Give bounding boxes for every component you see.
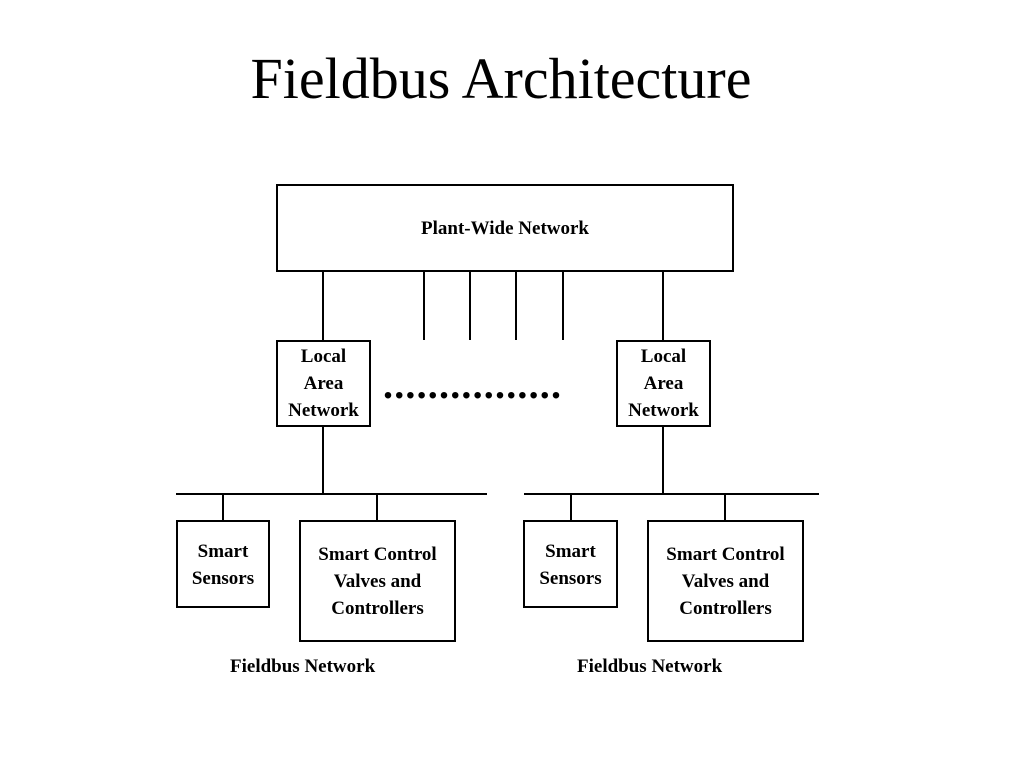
local-area-network-left-box: Local Area Network (276, 340, 371, 427)
smart-sensors-right-line-2: Sensors (539, 568, 602, 589)
plant-wide-network-box: Plant-Wide Network (276, 184, 734, 272)
connector-plant-to-left-lan (322, 272, 324, 340)
smart-controllers-left-line-1: Smart Control (318, 543, 437, 565)
lan-left-line-3: Network (288, 400, 359, 421)
connector-left-lan-to-bus (322, 427, 324, 494)
connector-plant-drop-1 (423, 272, 425, 340)
lan-right-line-1: Local (640, 346, 687, 367)
connector-right-lan-to-bus (662, 427, 664, 494)
fieldbus-network-caption-right: Fieldbus Network (577, 656, 723, 677)
connector-bus-to-left-sensors (222, 494, 224, 521)
smart-controllers-left-box: Smart Control Valves and Controllers (299, 520, 456, 642)
lan-left-line-1: Local (300, 346, 347, 367)
connector-plant-drop-4 (562, 272, 564, 340)
local-area-network-right-box: Local Area Network (616, 340, 711, 427)
smart-sensors-left-line-2: Sensors (191, 568, 255, 589)
connector-bus-to-left-controllers (376, 494, 378, 521)
smart-controllers-left-line-3: Controllers (331, 597, 424, 619)
smart-controllers-right-line-3: Controllers (679, 597, 772, 619)
lan-right-line-2: Area (643, 373, 684, 394)
smart-sensors-right-box: Smart Sensors (523, 520, 618, 608)
fieldbus-line-left (176, 493, 487, 495)
smart-controllers-left-line-2: Valves and (333, 570, 422, 592)
smart-controllers-right-line-1: Smart Control (666, 543, 785, 565)
smart-sensors-right-line-1: Smart (545, 541, 596, 562)
connector-bus-to-right-sensors (570, 494, 572, 521)
plant-wide-network-label: Plant-Wide Network (421, 217, 589, 239)
connector-bus-to-right-controllers (724, 494, 726, 521)
lan-left-line-2: Area (303, 373, 344, 394)
connector-plant-drop-3 (515, 272, 517, 340)
smart-sensors-left-line-1: Smart (197, 541, 249, 562)
fieldbus-line-right (524, 493, 819, 495)
smart-sensors-left-box: Smart Sensors (176, 520, 270, 608)
smart-controllers-right-line-2: Valves and (681, 570, 770, 592)
fieldbus-network-caption-left: Fieldbus Network (230, 656, 376, 677)
smart-controllers-right-box: Smart Control Valves and Controllers (647, 520, 804, 642)
connector-plant-to-right-lan (662, 272, 664, 340)
lan-right-line-3: Network (628, 400, 699, 421)
slide-title: Fieldbus Architecture (250, 46, 752, 111)
ellipsis-more-networks: ................ (383, 365, 563, 405)
connector-plant-drop-2 (469, 272, 471, 340)
